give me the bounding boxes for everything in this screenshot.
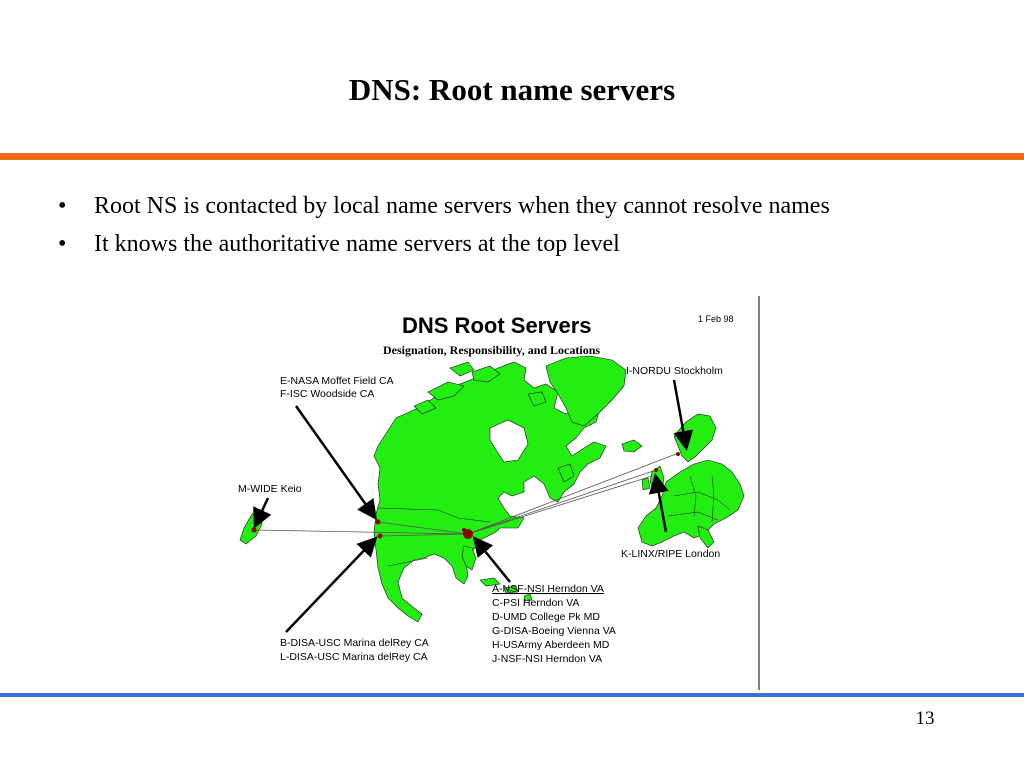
page-number: 13 xyxy=(915,708,935,729)
london-marker xyxy=(654,468,658,472)
italy-landmass xyxy=(697,525,715,549)
label-d-umd: D-UMD College Pk MD xyxy=(492,611,600,623)
caribbean-island xyxy=(503,585,519,594)
arrow-japan xyxy=(253,497,272,529)
caribbean-island xyxy=(523,593,533,602)
iceland-landmass xyxy=(621,439,643,453)
map-date: 1 Feb 98 xyxy=(698,314,734,324)
label-e-nasa: E-NASA Moffet Field CA xyxy=(280,375,394,387)
arrow-london xyxy=(648,473,669,533)
arrow-stockholm xyxy=(672,379,694,451)
server-markers xyxy=(251,452,680,539)
label-j-nsf: J-NSF-NSI Herndon VA xyxy=(492,653,602,665)
bullet-dot-icon: • xyxy=(58,231,67,257)
arctic-island xyxy=(527,391,547,407)
label-c-psi: C-PSI Herndon VA xyxy=(492,597,579,609)
arctic-island xyxy=(427,381,465,401)
border-lines xyxy=(377,475,731,567)
marina-marker xyxy=(377,533,383,539)
arctic-island xyxy=(413,399,437,415)
hudson-bay xyxy=(489,419,529,463)
bullet-text: Root NS is contacted by local name serve… xyxy=(94,193,830,219)
ireland-landmass xyxy=(641,477,651,491)
slide-title: DNS: Root name servers xyxy=(348,72,676,107)
caribbean-island xyxy=(479,577,501,587)
top-divider xyxy=(0,153,1024,160)
label-h-usarmy: H-USArmy Aberdeen MD xyxy=(492,639,610,651)
label-b-disa: B-DISA-USC Marina delRey CA xyxy=(280,637,429,649)
stockholm-marker xyxy=(676,452,680,456)
greenland-landmass xyxy=(545,355,627,427)
map-title: DNS Root Servers xyxy=(402,313,592,338)
label-i-nordu: I-NORDU Stockholm xyxy=(626,365,723,377)
bullet-text: It knows the authoritative name servers … xyxy=(94,231,620,257)
aberdeen-marker xyxy=(462,528,466,532)
florida-landmass xyxy=(461,545,477,571)
bullet-list: • Root NS is contacted by local name serv… xyxy=(58,192,830,268)
label-m-wide: M-WIDE Keio xyxy=(238,483,302,495)
north-america-landmass xyxy=(373,361,607,623)
arctic-island xyxy=(449,361,475,377)
map-subtitle: Designation, Responsibility, and Locatio… xyxy=(383,343,600,357)
newfoundland-landmass xyxy=(557,463,575,483)
herndon-marker xyxy=(463,529,473,539)
bullet-item: • Root NS is contacted by local name serv… xyxy=(58,192,830,230)
arrow-west-coast xyxy=(294,405,377,521)
callout-arrows xyxy=(253,379,694,633)
arctic-island xyxy=(471,365,501,383)
map-svg: DNS Root Servers Designation, Responsibi… xyxy=(238,296,760,690)
keio-marker xyxy=(251,527,257,533)
arrow-marina xyxy=(285,536,378,633)
bottom-divider xyxy=(0,693,1024,697)
label-l-disa: L-DISA-USC Marina delRey CA xyxy=(280,651,428,663)
label-g-disa: G-DISA-Boeing Vienna VA xyxy=(492,625,616,637)
label-k-linx: K-LINX/RIPE London xyxy=(621,548,720,560)
moffet-marker xyxy=(375,519,381,525)
connection-lines xyxy=(253,453,677,537)
bullet-dot-icon: • xyxy=(58,193,67,219)
arrow-east-coast xyxy=(472,536,511,583)
label-f-isc: F-ISC Woodside CA xyxy=(280,388,374,400)
bullet-item: • It knows the authoritative name servers… xyxy=(58,230,830,268)
japan-landmass xyxy=(239,509,263,545)
label-a-nsf: A-NSF-NSI Herndon VA xyxy=(492,583,604,595)
dns-root-servers-map: DNS Root Servers Designation, Responsibi… xyxy=(228,296,762,690)
